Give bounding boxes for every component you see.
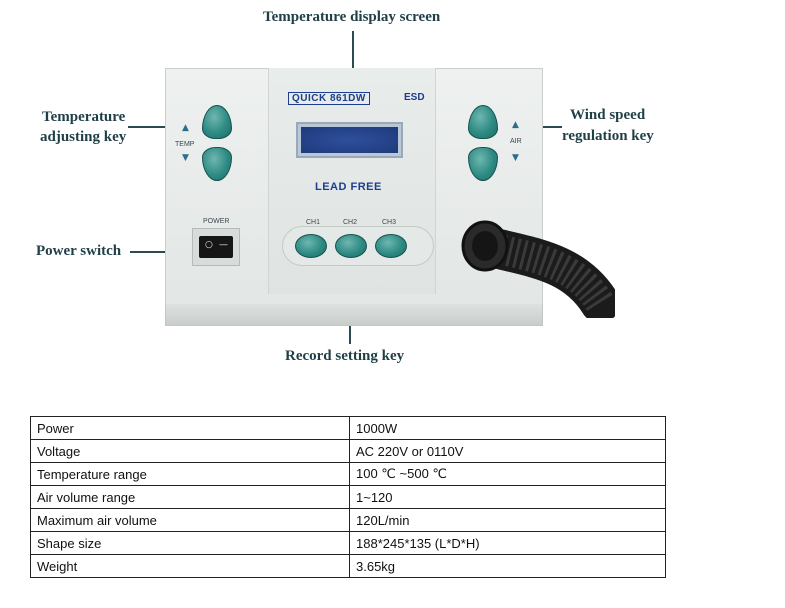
callout-record: Record setting key (285, 348, 405, 364)
spec-key: Air volume range (30, 485, 350, 509)
spec-key: Power (30, 416, 350, 440)
table-row: Temperature range 100 ℃ ~500 ℃ (30, 462, 666, 486)
table-row: Air volume range 1~120 (30, 485, 666, 509)
spec-value: 1000W (349, 416, 666, 440)
temperature-display-screen (296, 122, 403, 158)
table-row: Voltage AC 220V or 0110V (30, 439, 666, 463)
temp-label: TEMP (175, 141, 195, 148)
ch1-label: CH1 (306, 219, 321, 226)
spec-key: Weight (30, 554, 350, 578)
spec-value: 100 ℃ ~500 ℃ (349, 462, 666, 486)
spec-key: Temperature range (30, 462, 350, 486)
device-base (165, 304, 543, 326)
callout-wind-line1: Wind speed (570, 107, 646, 123)
power-switch[interactable]: ○ — (199, 236, 233, 258)
callout-temp-key-line2: adjusting key (40, 129, 127, 145)
ch1-key[interactable] (295, 234, 327, 258)
spec-value: 1~120 (349, 485, 666, 509)
spec-key: Shape size (30, 531, 350, 555)
spec-value: AC 220V or 0110V (349, 439, 666, 463)
esd-label: ESD (404, 92, 425, 103)
leader-power (130, 251, 196, 253)
temp-up-arrow-icon: ▲ (182, 123, 189, 133)
air-down-arrow-icon: ▼ (512, 153, 519, 163)
power-label: POWER (203, 218, 230, 225)
table-row: Weight 3.65kg (30, 554, 666, 578)
spec-key: Voltage (30, 439, 350, 463)
air-label: AIR (510, 138, 522, 145)
callout-power: Power switch (36, 243, 122, 259)
temp-up-key[interactable] (202, 105, 232, 139)
table-row: Power 1000W (30, 416, 666, 440)
callout-temp-key-line1: Temperature (42, 109, 126, 125)
spec-value: 3.65kg (349, 554, 666, 578)
ch2-key[interactable] (335, 234, 367, 258)
table-row: Maximum air volume 120L/min (30, 508, 666, 532)
spec-value: 120L/min (349, 508, 666, 532)
power-on-icon: — (219, 240, 228, 250)
spec-key: Maximum air volume (30, 508, 350, 532)
power-off-icon: ○ (205, 240, 213, 250)
power-switch-housing: ○ — (192, 228, 240, 266)
air-up-arrow-icon: ▲ (512, 120, 519, 130)
hot-air-station: QUICK 861DW ESD LEAD FREE ▲ TEMP ▼ ▲ AIR… (165, 68, 543, 326)
table-row: Shape size 188*245*135 (L*D*H) (30, 531, 666, 555)
callout-wind-line2: regulation key (562, 128, 654, 144)
lead-free-label: LEAD FREE (315, 181, 382, 193)
spec-table: Power 1000W Voltage AC 220V or 0110V Tem… (30, 416, 666, 578)
spec-value: 188*245*135 (L*D*H) (349, 531, 666, 555)
callout-display-screen: Temperature display screen (263, 9, 441, 25)
ch2-label: CH2 (343, 219, 358, 226)
record-setting-tray (282, 226, 434, 266)
display-glass (301, 127, 398, 153)
ch3-label: CH3 (382, 219, 397, 226)
air-hose (461, 220, 615, 318)
leader-temp (128, 126, 200, 128)
brand-label: QUICK 861DW (288, 92, 370, 105)
temp-down-arrow-icon: ▼ (182, 153, 189, 163)
ch3-key[interactable] (375, 234, 407, 258)
air-up-key[interactable] (468, 105, 498, 139)
